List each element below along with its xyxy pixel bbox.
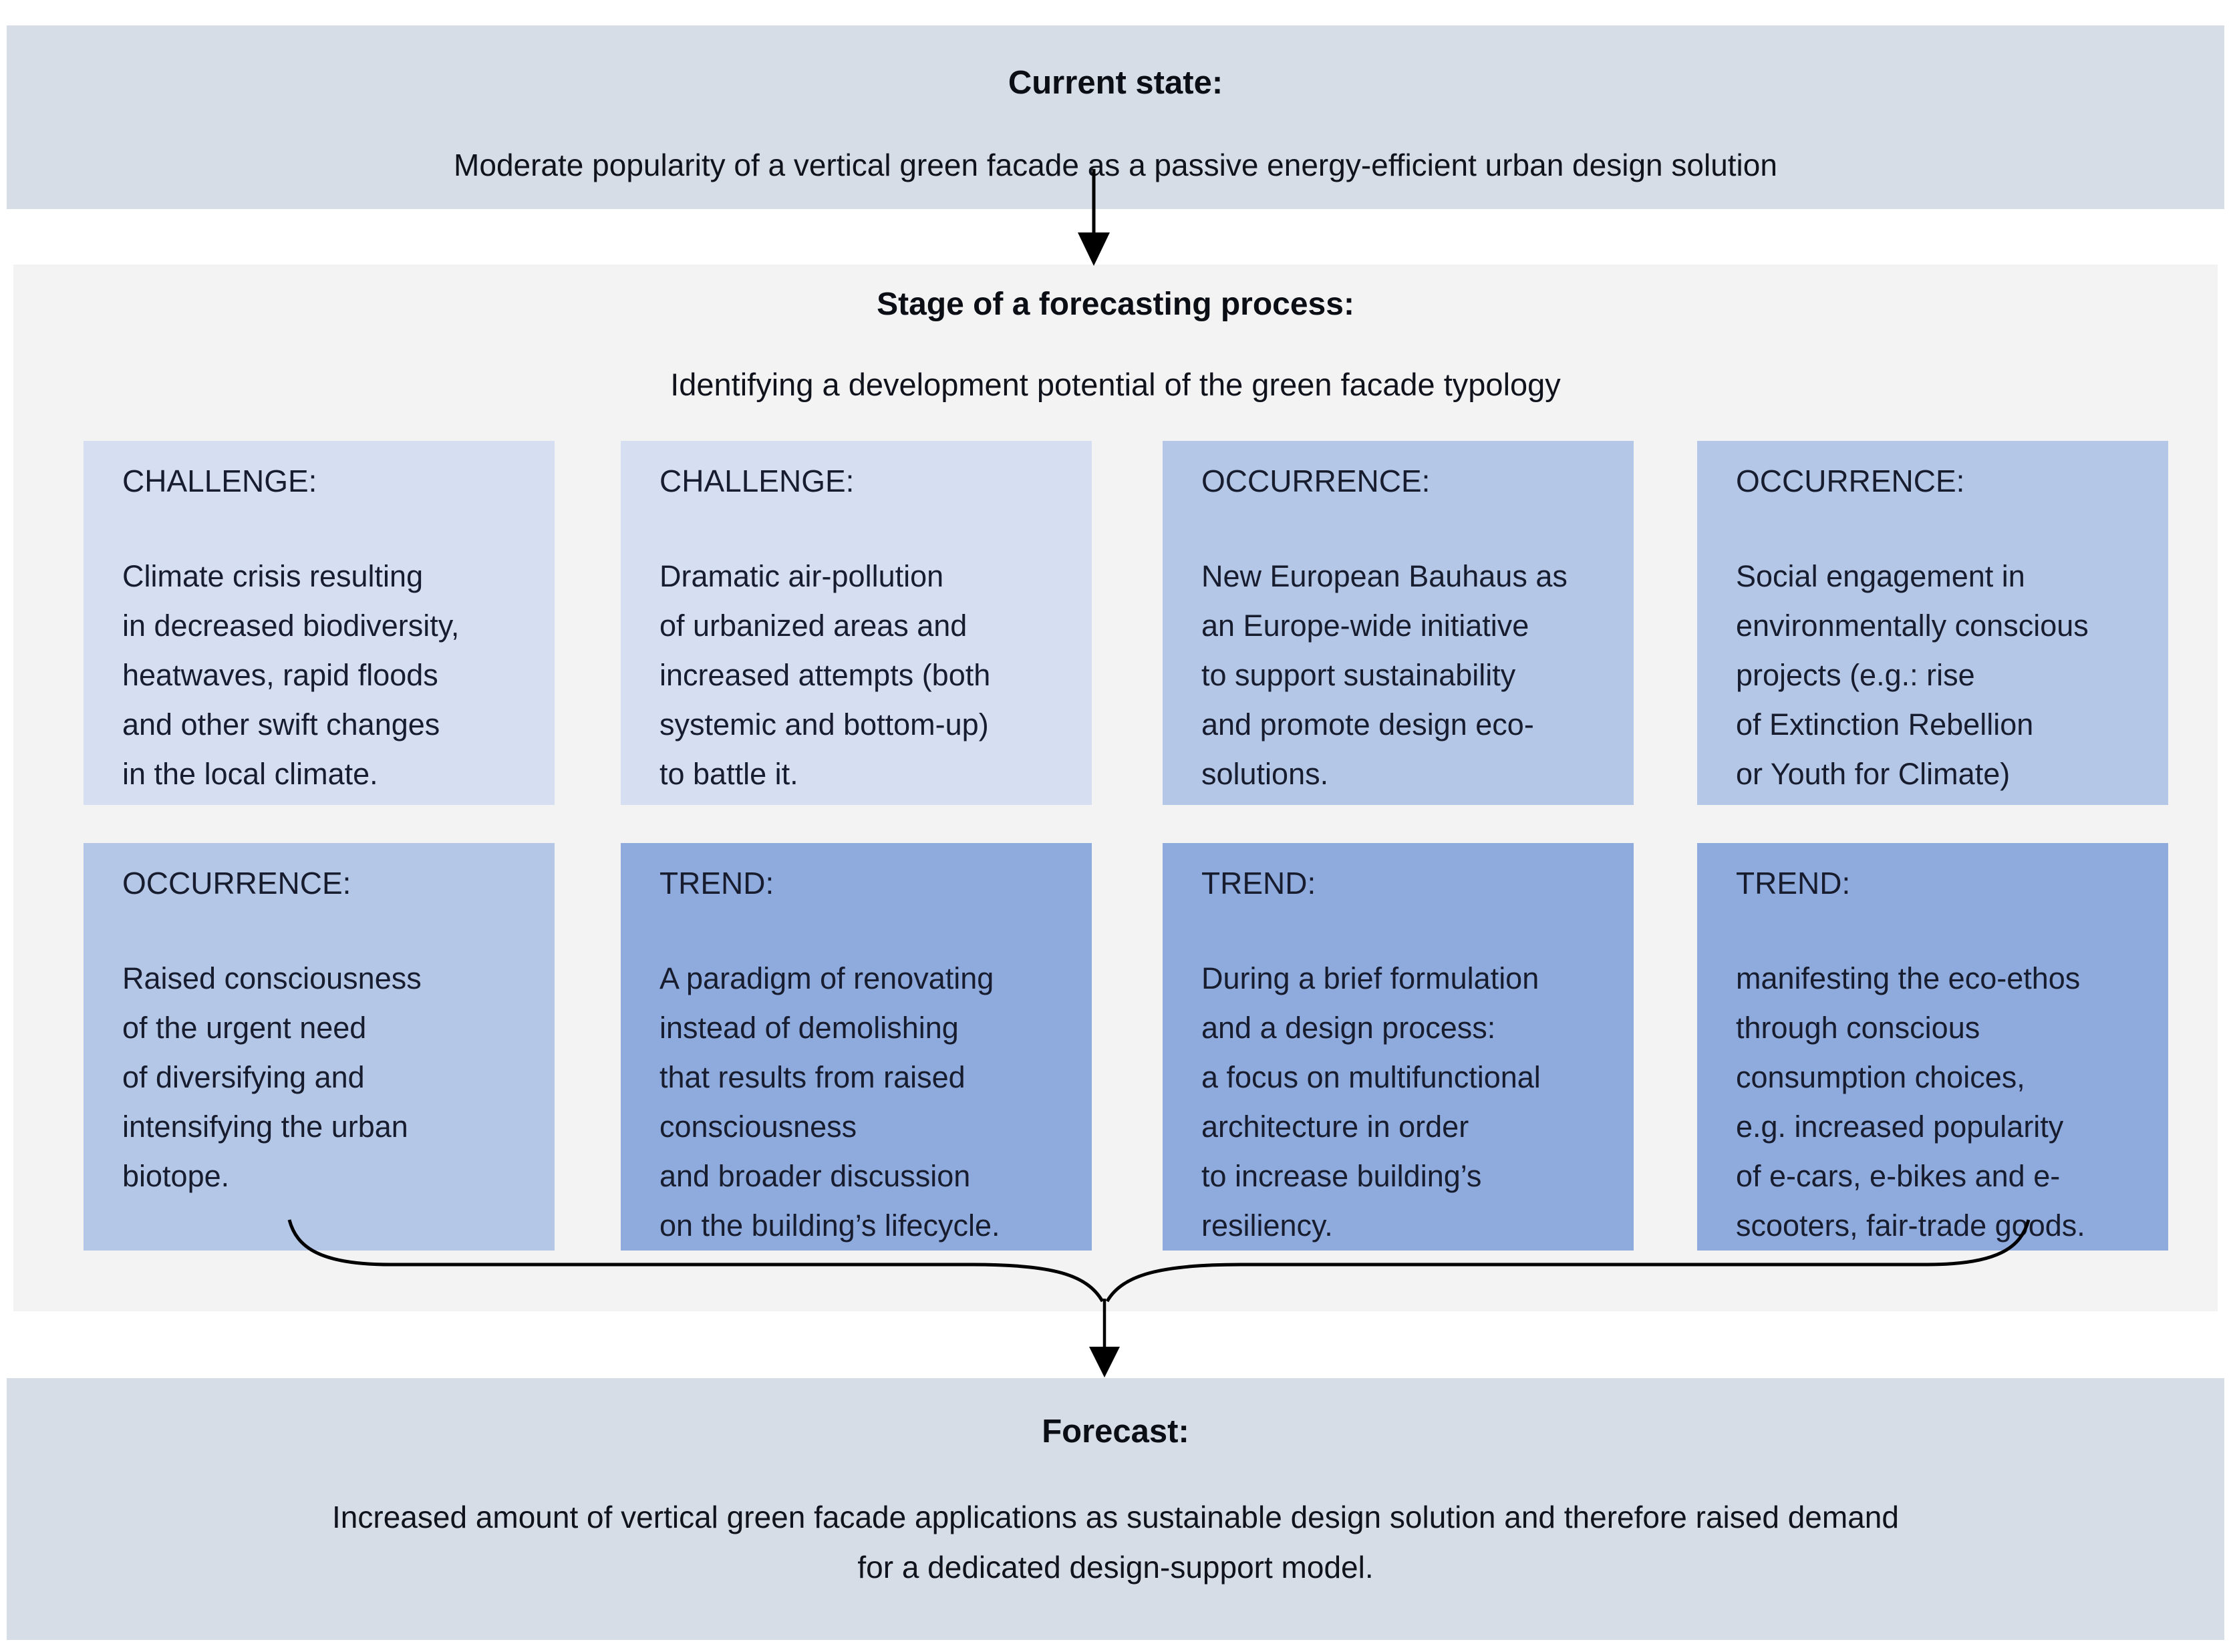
card-text: Dramatic air-pollution of urbanized area… [659,559,991,791]
card-label: OCCURRENCE: [122,866,351,900]
card-challenge-1: CHALLENGE: Climate crisis resulting in d… [84,441,555,805]
card-occurrence-1: OCCURRENCE: New European Bauhaus as an E… [1163,441,1634,805]
card-label: CHALLENGE: [659,464,855,498]
card-label: CHALLENGE: [122,464,317,498]
card-text: Climate crisis resulting in decreased bi… [122,559,460,791]
card-label: TREND: [1736,866,1851,900]
card-text: New European Bauhaus as an Europe-wide i… [1201,559,1568,791]
card-text: During a brief formulation and a design … [1201,961,1541,1243]
card-occurrence-2: OCCURRENCE: Social engagement in environ… [1697,441,2168,805]
forecast-title: Forecast: [1042,1414,1189,1450]
card-label: TREND: [659,866,774,900]
card-label: OCCURRENCE: [1736,464,1965,498]
forecasting-process-section: Stage of a forecasting process: Identify… [13,265,2218,1311]
current-state-text: Moderate popularity of a vertical green … [454,148,1777,182]
process-section-subtitle: Identifying a development potential of t… [670,367,1561,402]
card-challenge-2: CHALLENGE: Dramatic air-pollution of urb… [621,441,1092,805]
current-state-box: Current state: Moderate popularity of a … [7,25,2224,209]
card-trend-1: TREND: A paradigm of renovating instead … [621,843,1092,1251]
card-label: OCCURRENCE: [1201,464,1431,498]
card-text: Social engagement in environmentally con… [1736,559,2089,791]
process-section-title: Stage of a forecasting process: [877,287,1354,322]
forecast-text: Increased amount of vertical green facad… [332,1500,1899,1585]
card-text: Raised consciousness of the urgent need … [122,961,422,1193]
current-state-title: Current state: [1008,65,1223,101]
card-label: TREND: [1201,866,1316,900]
card-trend-3: TREND: manifesting the eco-ethos through… [1697,843,2168,1251]
card-occurrence-3: OCCURRENCE: Raised consciousness of the … [84,843,555,1251]
card-trend-2: TREND: During a brief formulation and a … [1163,843,1634,1251]
card-text: manifesting the eco-ethos through consci… [1736,961,2085,1243]
card-text: A paradigm of renovating instead of demo… [659,961,1000,1243]
forecast-box: Forecast: Increased amount of vertical g… [7,1378,2224,1640]
